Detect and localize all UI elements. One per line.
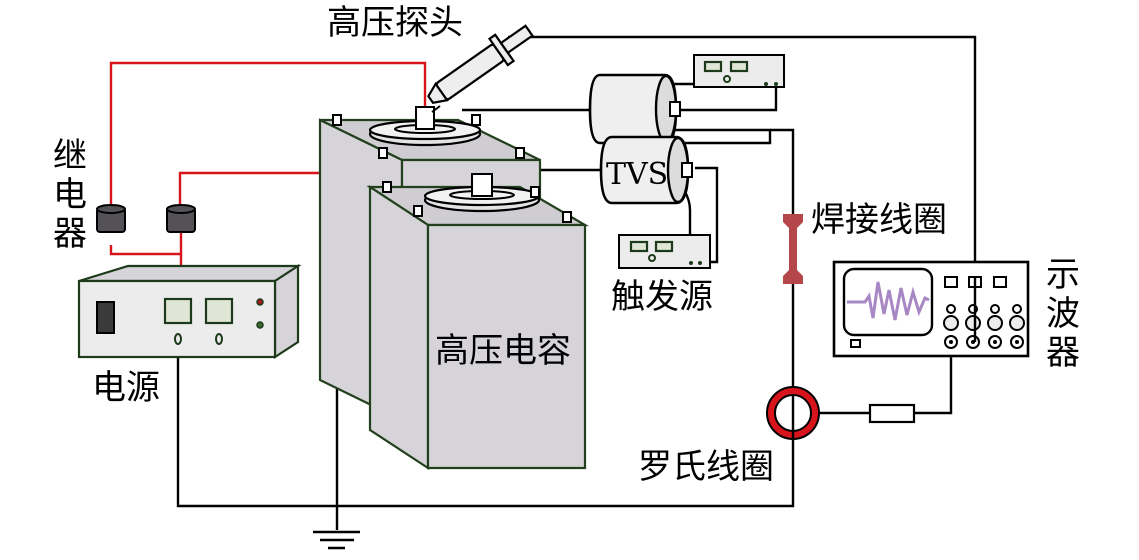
tvs-upper-connector <box>669 101 681 117</box>
trigger-lower-jack-1 <box>689 261 693 265</box>
trigger-lower-display-2 <box>654 240 674 253</box>
oscilloscope-knob <box>1009 315 1025 331</box>
terminal <box>332 114 342 126</box>
trigger-source-upper <box>693 54 785 88</box>
power-supply: 电源 <box>77 263 302 408</box>
rogowski-coil: 罗氏线圈 <box>638 386 916 487</box>
power-switch <box>96 301 115 334</box>
probe-handle <box>499 24 534 55</box>
trigger-source-label: 触发源 <box>611 277 713 317</box>
rogowski-resistor <box>868 403 916 424</box>
terminal <box>530 186 540 198</box>
power-meter-current <box>204 297 234 325</box>
ground-icon <box>313 530 360 550</box>
relay-2 <box>166 204 196 233</box>
trigger-upper-knob <box>723 75 731 83</box>
wire-tvs1-to-coil <box>668 128 772 145</box>
relay-label-2: 电 <box>53 175 87 215</box>
oscilloscope-small-knob <box>990 304 1000 314</box>
power-knob-2 <box>215 333 223 345</box>
oscilloscope-label-3: 器 <box>1046 333 1080 373</box>
relay-label-1: 继 <box>53 136 87 176</box>
probe-needle <box>431 105 441 113</box>
capacitor-back-post <box>415 106 435 130</box>
input-pin <box>993 340 997 344</box>
wire-relay1-to-probe <box>109 61 427 207</box>
trigger-source-lower: 触发源 <box>611 234 713 317</box>
welding-coil-label: 焊接线圈 <box>811 200 947 240</box>
trigger-lower-jack-2 <box>698 261 702 265</box>
power-supply-side <box>273 263 300 360</box>
rogowski-coil-label: 罗氏线圈 <box>638 447 774 487</box>
input-pin <box>949 340 953 344</box>
terminal <box>515 147 525 159</box>
wire-resistor-to-oscilloscope <box>915 343 953 415</box>
wire-probe-to-oscilloscope <box>508 35 977 278</box>
trigger-upper-jack-1 <box>764 82 768 86</box>
wire-tvs1-out <box>680 88 778 112</box>
relay-label-3: 器 <box>53 214 87 254</box>
probe-body <box>435 43 505 101</box>
trigger-upper-display-1 <box>703 60 723 73</box>
oscilloscope-inputs <box>944 335 1024 349</box>
oscilloscope-small-knob <box>1012 304 1022 314</box>
tvs-label: TVS <box>606 157 668 192</box>
oscilloscope: 示 波 器 <box>832 255 1080 373</box>
trigger-lower-knob <box>648 254 656 262</box>
power-knob-1 <box>174 333 182 345</box>
capacitor-front-side <box>368 184 430 471</box>
trigger-lower-display-1 <box>629 240 649 253</box>
oscilloscope-button-3 <box>993 276 1007 288</box>
terminal <box>378 147 388 159</box>
hv-capacitor-front: 高压电容 <box>366 173 590 471</box>
terminal <box>562 211 572 223</box>
input-pin <box>1015 340 1019 344</box>
trigger-upper-jack-2 <box>774 82 778 86</box>
tvs-lower-connector <box>681 162 693 178</box>
relays: 继 电 器 <box>53 136 196 254</box>
welding-coil: 焊接线圈 <box>783 200 947 284</box>
oscilloscope-knob <box>987 315 1003 331</box>
hv-probe: 高压探头 <box>327 3 534 113</box>
wire-welding-coil <box>770 128 795 395</box>
tvs-switch-lower: TVS <box>599 135 693 205</box>
terminal <box>471 114 481 126</box>
power-meter-voltage <box>163 297 193 325</box>
oscilloscope-small-knob <box>946 304 956 314</box>
relay-1-top <box>96 204 126 214</box>
relay-1 <box>96 204 126 233</box>
power-indicator-green <box>256 321 264 329</box>
terminal <box>382 181 392 193</box>
oscilloscope-waveform <box>847 281 930 321</box>
probe-tip <box>427 81 449 105</box>
hv-capacitor-label: 高压电容 <box>435 331 571 371</box>
wire-ground-loop <box>176 357 795 508</box>
power-supply-label: 电源 <box>92 368 160 408</box>
oscilloscope-label-2: 波 <box>1046 294 1080 334</box>
oscilloscope-knob <box>943 315 959 331</box>
power-supply-top <box>78 264 302 283</box>
tvs-switch-upper <box>588 73 681 145</box>
wire-relays-to-power <box>109 245 183 270</box>
relay-2-top <box>166 204 196 214</box>
oscilloscope-button-1 <box>944 276 958 288</box>
oscilloscope-label-1: 示 <box>1046 255 1080 295</box>
trigger-upper-display-2 <box>729 60 749 73</box>
hv-probe-label: 高压探头 <box>327 3 463 43</box>
welding-coil-shape <box>783 214 803 284</box>
capacitor-front-front <box>426 223 587 470</box>
oscilloscope-power-button <box>850 339 861 348</box>
terminal <box>413 205 423 217</box>
probe-flange <box>487 33 516 67</box>
power-indicator-red <box>256 298 264 306</box>
capacitor-front-post <box>471 173 493 197</box>
oscilloscope-knob <box>965 315 981 331</box>
